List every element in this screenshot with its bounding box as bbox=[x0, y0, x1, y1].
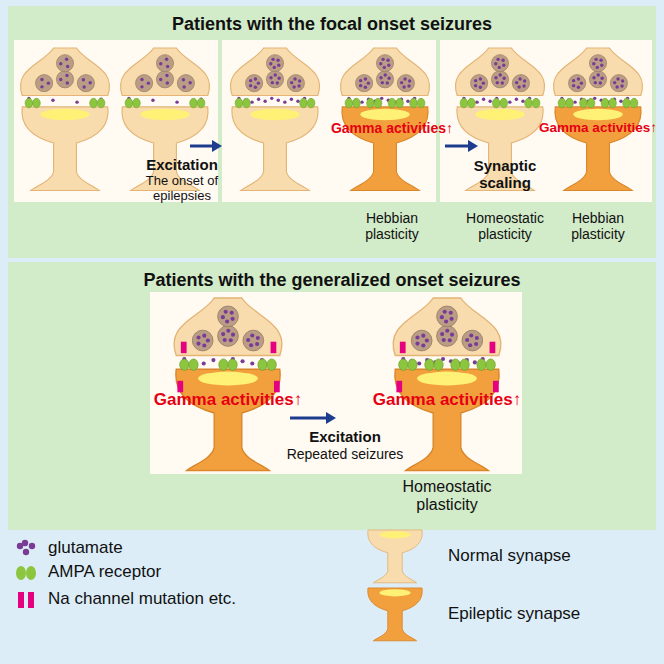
activity-label: Gamma activities↑ bbox=[373, 390, 521, 410]
annotation-label: Hebbian plasticity bbox=[558, 210, 638, 242]
annotation-label: Excitation bbox=[146, 156, 218, 173]
transition-arrow bbox=[290, 412, 336, 424]
transition-arrow bbox=[190, 140, 222, 152]
activity-label: Gamma activities↑ bbox=[331, 120, 453, 136]
legend-label: glutamate bbox=[48, 538, 123, 558]
legend-swatch bbox=[368, 588, 422, 641]
legend-swatch bbox=[18, 592, 34, 608]
legend-label: Epileptic synapse bbox=[448, 604, 580, 624]
synapse-figure bbox=[393, 298, 501, 471]
annotation-label: Synaptic scaling bbox=[465, 157, 545, 192]
annotation-label: Hebbian plasticity bbox=[352, 210, 432, 242]
transition-arrow bbox=[445, 140, 478, 152]
panel-title: Patients with the focal onset seizures bbox=[8, 6, 656, 35]
legend-swatch bbox=[16, 566, 36, 580]
activity-label: Gamma activities↑ bbox=[154, 390, 302, 410]
synapse-figure bbox=[340, 48, 429, 191]
legend-swatch bbox=[17, 540, 35, 555]
annotation-label: Homeostatic plasticity bbox=[387, 478, 507, 515]
legend-label: Na channel mutation etc. bbox=[48, 589, 236, 609]
stage-box bbox=[150, 292, 522, 474]
panel-title: Patients with the generalized onset seiz… bbox=[8, 262, 656, 291]
synapse-figure bbox=[20, 48, 109, 191]
synapse-figure bbox=[553, 48, 642, 191]
synapse-figure bbox=[174, 298, 282, 471]
synapse-figure bbox=[230, 48, 319, 191]
activity-label: Gamma activities↑ bbox=[539, 120, 657, 136]
legend-label: Normal synapse bbox=[448, 546, 571, 566]
annotation-label: Excitation bbox=[309, 428, 381, 445]
annotation-label: Homeostatic plasticity bbox=[455, 210, 555, 242]
legend-swatch bbox=[368, 530, 422, 583]
synapse-figure bbox=[455, 48, 544, 191]
annotation-label: The onset of epilepsies bbox=[136, 174, 228, 204]
annotation-label: Repeated seizures bbox=[287, 446, 404, 462]
legend-label: AMPA receptor bbox=[48, 562, 161, 582]
